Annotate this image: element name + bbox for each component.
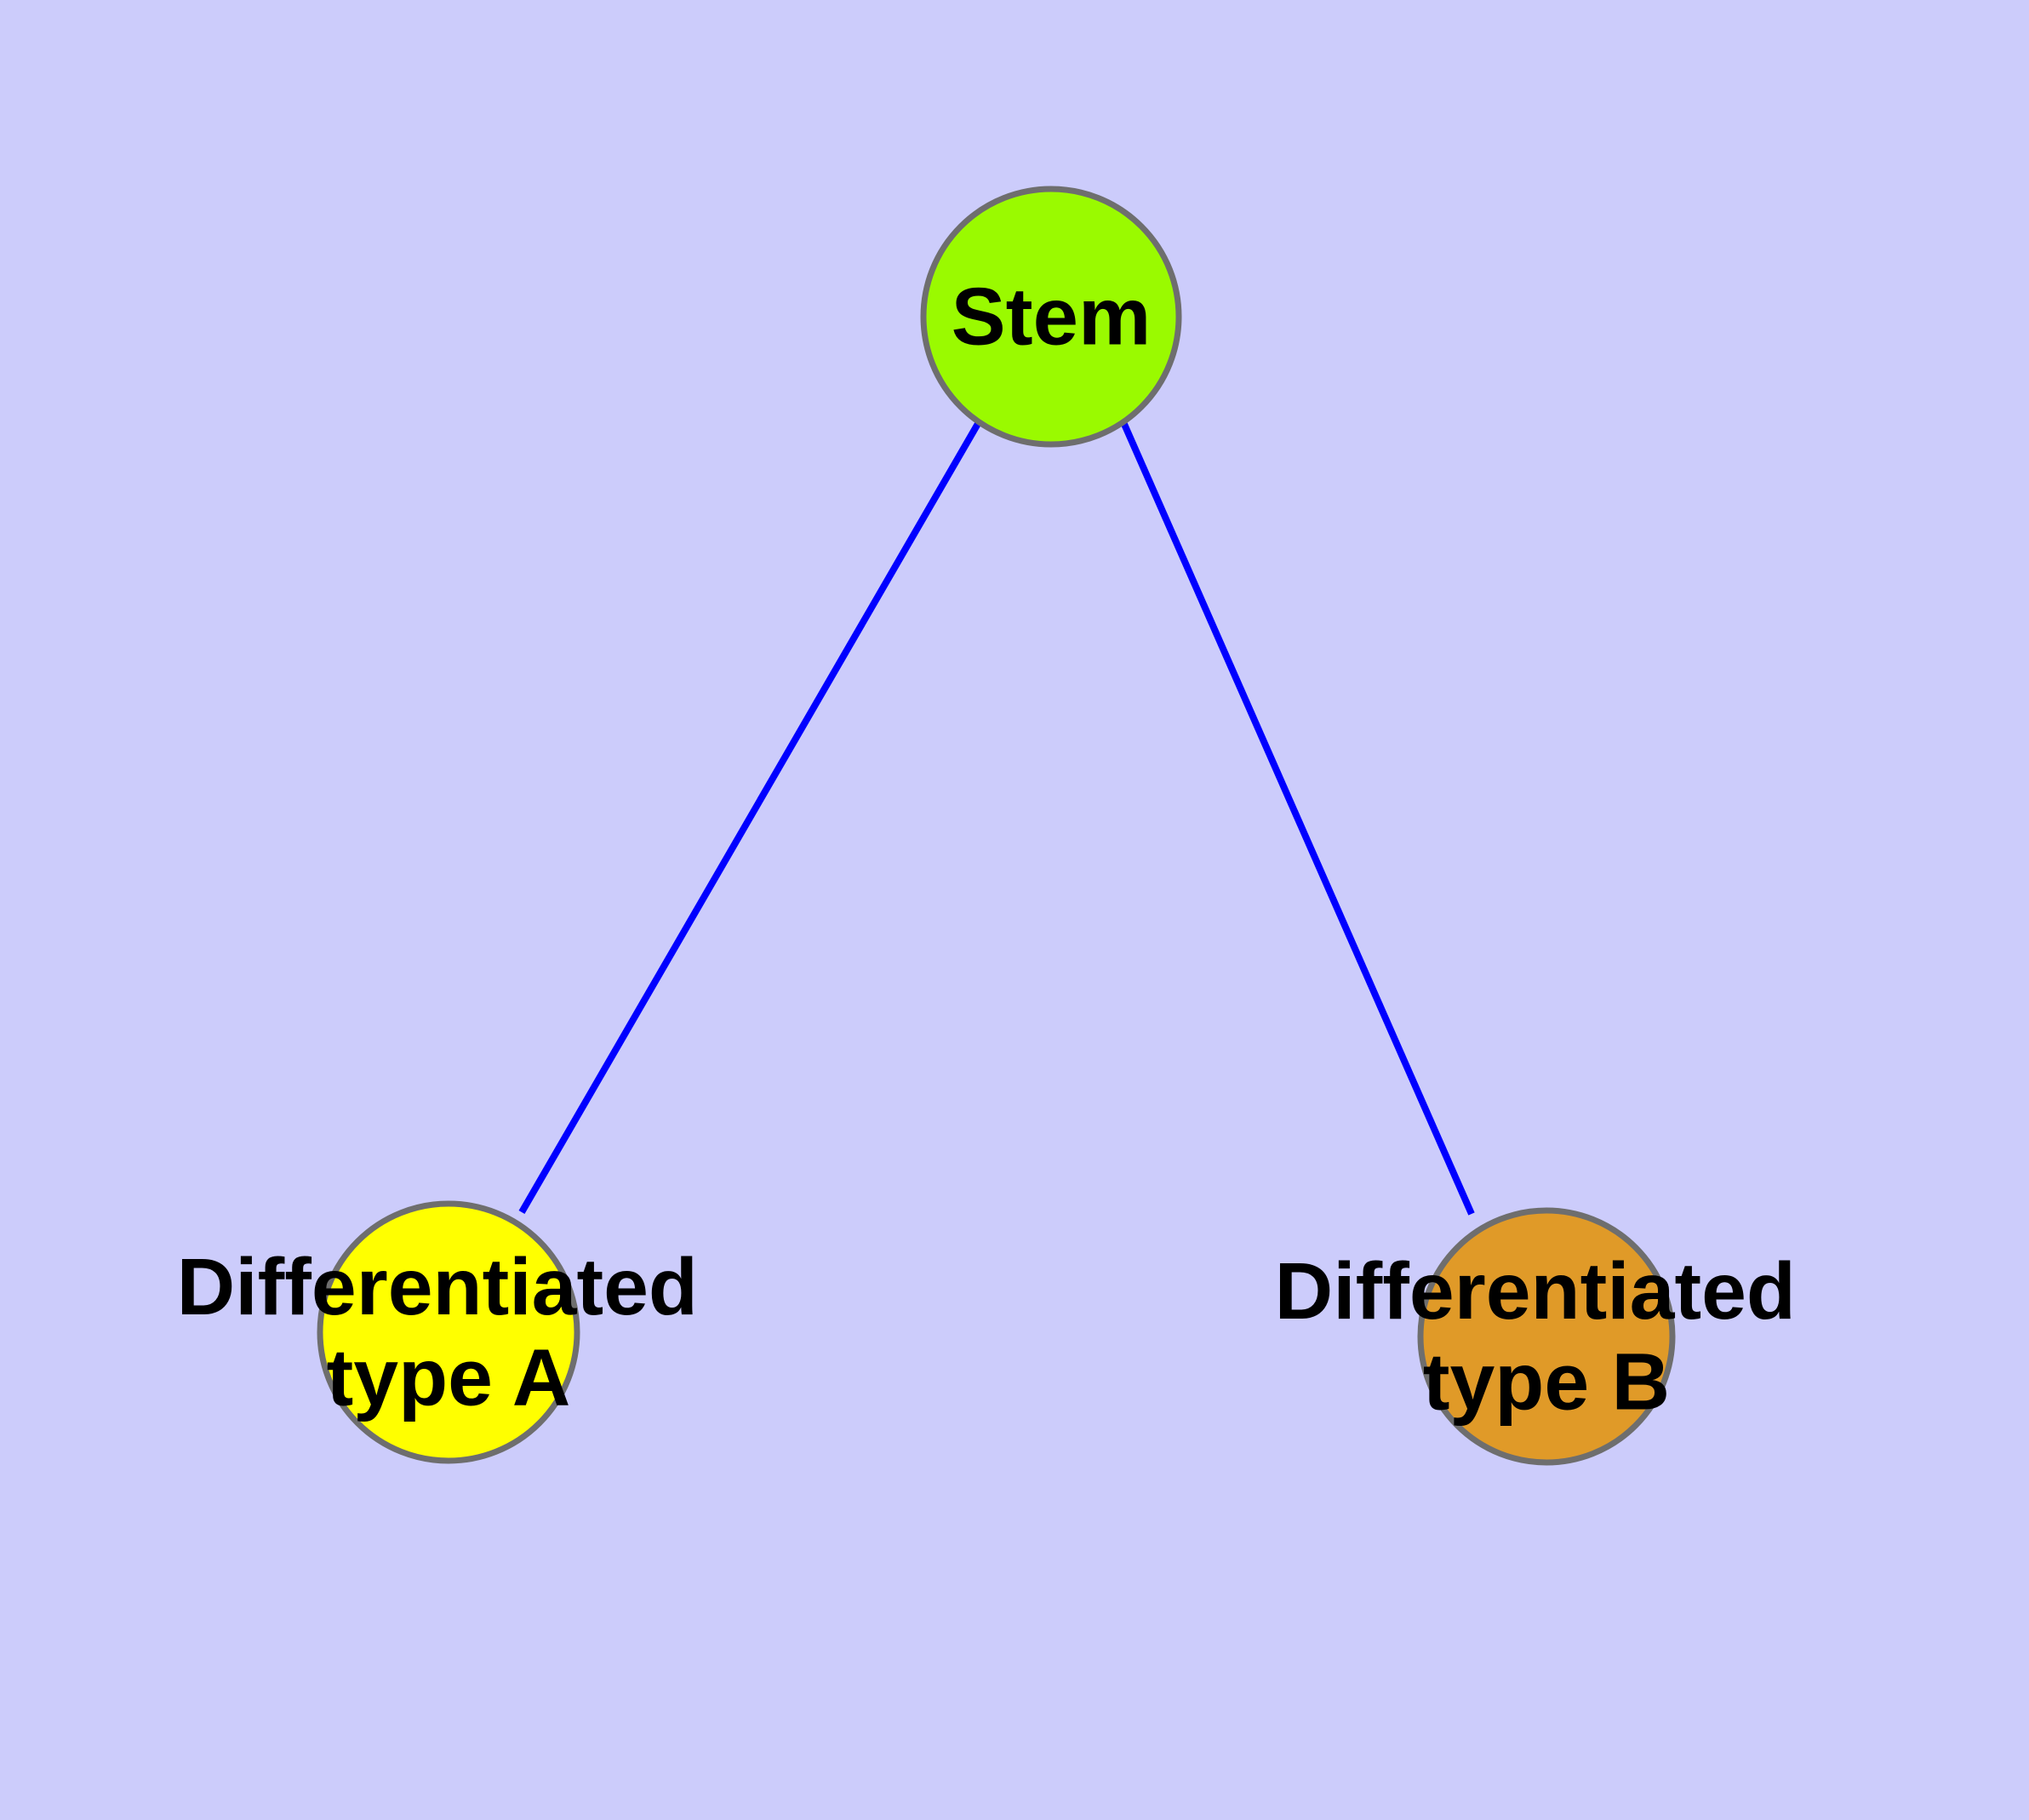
node-label-stem-line-1: Stem [952, 272, 1152, 363]
node-group [317, 186, 1676, 1466]
node-label-differentiated-type-a-line-1: Differentiated [177, 1242, 698, 1332]
node-label-differentiated-type-b-line-2: type B [1423, 1337, 1670, 1428]
node-label-differentiated-type-a: Differentiated type A [177, 1242, 721, 1422]
node-label-differentiated-type-b: Differentiated type B [1275, 1246, 1819, 1427]
node-label-group: Stem Differentiated type A Differentiate… [177, 272, 1819, 1428]
node-label-differentiated-type-a-line-2: type A [327, 1333, 571, 1423]
edge-stem-to-differentiated-type-b[interactable] [1120, 421, 1475, 1216]
edge-group [518, 420, 1475, 1216]
edge-stem-to-differentiated-type-a[interactable] [518, 420, 982, 1215]
node-stem[interactable] [920, 186, 1182, 448]
node-differentiated-type-b[interactable] [1417, 1207, 1676, 1466]
node-differentiated-type-a[interactable] [317, 1200, 580, 1464]
node-label-stem: Stem [952, 272, 1152, 363]
node-label-differentiated-type-b-line-1: Differentiated [1275, 1246, 1796, 1336]
